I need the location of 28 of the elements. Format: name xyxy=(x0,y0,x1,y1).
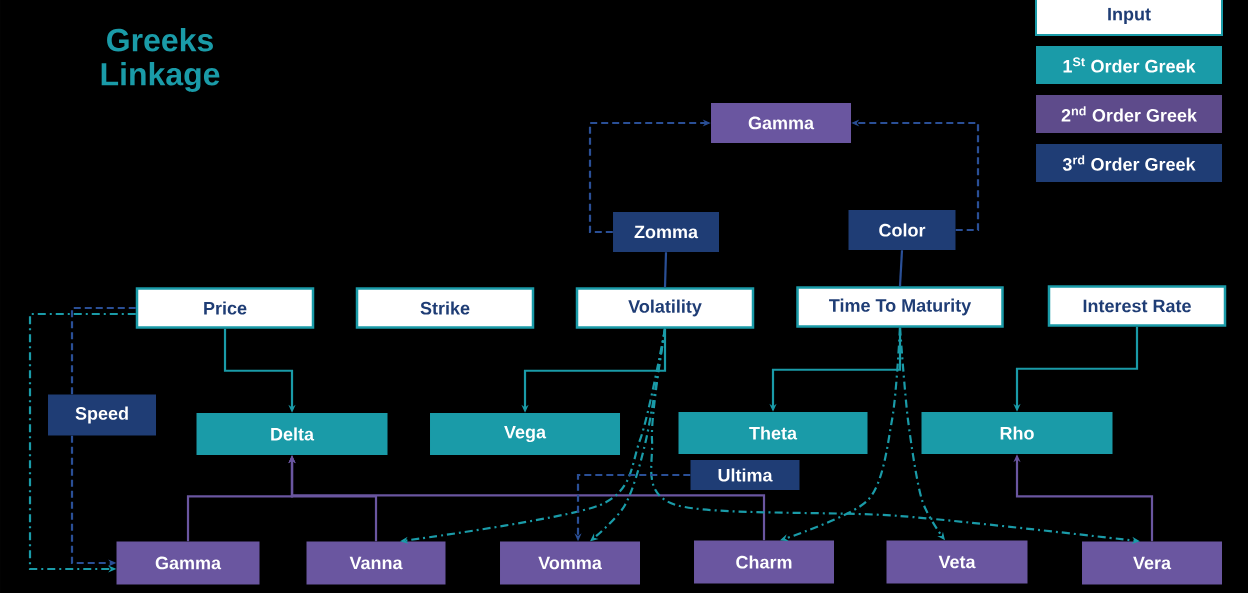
input-box: Interest Rate xyxy=(1047,285,1227,327)
connector-line xyxy=(898,250,904,287)
second-order-box: Vanna xyxy=(306,541,446,585)
legend-item: 1$^{St}$ Order Greek xyxy=(1036,46,1222,84)
third-order-box: Color xyxy=(848,210,956,250)
third-order-box: Zomma xyxy=(613,212,719,252)
input-box: Strike xyxy=(355,287,535,329)
input-box: Volatility xyxy=(575,287,755,329)
first-order-box: Delta xyxy=(196,413,388,455)
input-box: Price xyxy=(135,287,315,329)
first-order-box: Vega xyxy=(430,413,620,455)
first-order-box: Theta xyxy=(678,412,868,454)
first-order-box: Rho xyxy=(921,412,1113,454)
connector-line xyxy=(663,252,668,288)
second-order-box: Vera xyxy=(1082,541,1222,585)
second-order-box: Charm xyxy=(694,540,834,584)
title: Greeks Linkage xyxy=(101,28,220,92)
second-order-box: Veta xyxy=(886,540,1028,584)
legend-item: 3$^{rd}$ Order Greek xyxy=(1036,144,1222,182)
second-order-box: Gamma xyxy=(711,103,851,143)
third-order-box: Ultima xyxy=(690,460,800,490)
legend-item: 2$^{nd}$ Order Greek xyxy=(1036,95,1222,133)
input-box: Time To Maturity xyxy=(796,286,1004,328)
second-order-box: Gamma xyxy=(116,541,260,585)
connector-line xyxy=(70,306,136,395)
third-order-box: Speed xyxy=(48,394,156,436)
legend-item: Input xyxy=(1035,0,1223,36)
second-order-box: Vomma xyxy=(500,541,640,585)
